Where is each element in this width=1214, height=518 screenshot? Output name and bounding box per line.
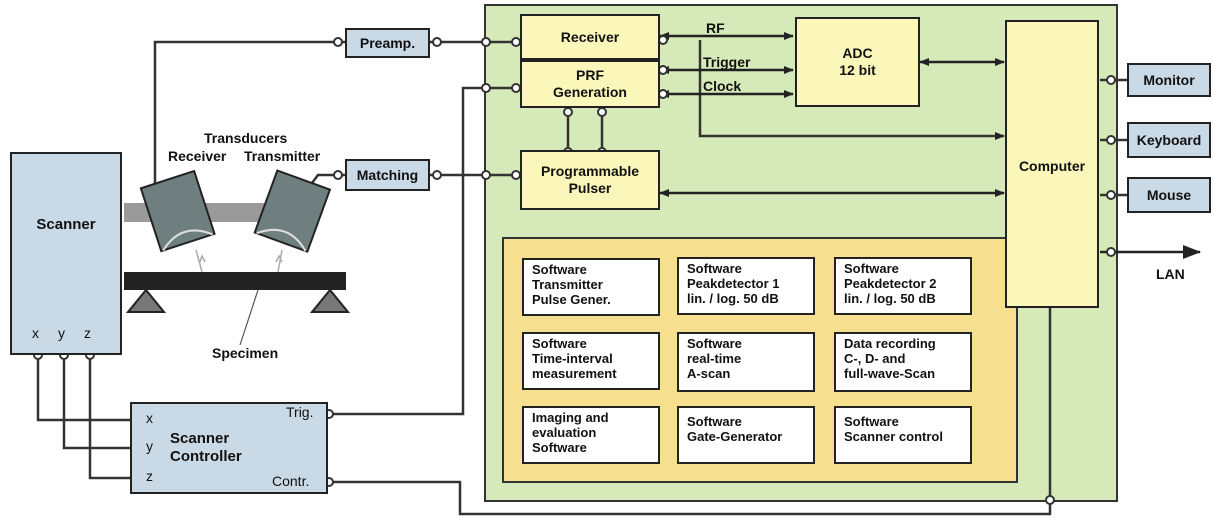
software-module: Software Transmitter Pulse Gener. bbox=[522, 258, 660, 316]
pulser-box: Programmable Pulser bbox=[520, 150, 660, 210]
monitor-box: Monitor bbox=[1127, 63, 1211, 97]
controller-input-z: z bbox=[146, 468, 153, 484]
transducer-transmitter-label: Transmitter bbox=[244, 148, 321, 164]
pulser-label: Programmable Pulser bbox=[540, 163, 640, 196]
software-module: Software real-time A-scan bbox=[677, 332, 815, 392]
transducer-receiver-label: Receiver bbox=[168, 148, 227, 164]
wire-axis-x bbox=[36, 355, 133, 422]
controller-input-y: y bbox=[146, 438, 153, 454]
support-left bbox=[125, 288, 167, 313]
computer-box: Computer bbox=[1005, 20, 1099, 308]
software-module: Imaging and evaluation Software bbox=[522, 406, 660, 464]
prf-label: PRF Generation bbox=[553, 67, 627, 100]
keyboard-label: Keyboard bbox=[1136, 131, 1202, 148]
controller-contr-port: Contr. bbox=[272, 473, 310, 489]
prf-generation-box: PRF Generation bbox=[520, 60, 660, 108]
specimen-plate bbox=[124, 272, 346, 290]
signal-trigger-label: Trigger bbox=[703, 54, 751, 70]
wire-axis-z bbox=[88, 355, 133, 480]
scanner-box: Scanner bbox=[10, 152, 122, 355]
matching-box: Matching bbox=[345, 159, 430, 191]
scanner-axis-y: y bbox=[58, 325, 65, 341]
mouse-box: Mouse bbox=[1127, 177, 1211, 213]
mouse-label: Mouse bbox=[1146, 186, 1192, 203]
transducers-title: Transducers bbox=[204, 130, 288, 146]
adc-label: ADC 12 bit bbox=[839, 45, 876, 78]
signal-rf-label: RF bbox=[706, 20, 725, 36]
signal-clock-label: Clock bbox=[703, 78, 742, 94]
preamp-label: Preamp. bbox=[359, 34, 416, 51]
controller-input-x: x bbox=[146, 410, 153, 426]
matching-label: Matching bbox=[356, 166, 419, 183]
receiver-transducer bbox=[139, 169, 216, 253]
software-module: Data recording C-, D- and full-wave-Scan bbox=[834, 332, 972, 392]
scanner-axis-x: x bbox=[32, 325, 39, 341]
controller-trig-port: Trig. bbox=[286, 404, 314, 420]
specimen-label: Specimen bbox=[212, 345, 279, 361]
adc-box: ADC 12 bit bbox=[795, 17, 920, 107]
wire-receiver-preamp bbox=[153, 40, 345, 192]
monitor-label: Monitor bbox=[1143, 71, 1195, 88]
wire-axis-y bbox=[62, 355, 133, 450]
receiver-box: Receiver bbox=[520, 14, 660, 60]
computer-label: Computer bbox=[1018, 158, 1086, 174]
wire-contr-computer bbox=[329, 308, 1052, 516]
scanner-label: Scanner bbox=[36, 216, 96, 233]
lan-label: LAN bbox=[1156, 266, 1185, 282]
scanner-controller bbox=[130, 402, 328, 494]
scanner-axis-z: z bbox=[84, 325, 91, 341]
software-module: Software Peakdetector 2 lin. / log. 50 d… bbox=[834, 257, 972, 315]
software-module: Software Time-interval measurement bbox=[522, 332, 660, 390]
software-module: Software Scanner control bbox=[834, 406, 972, 464]
controller-title: Scanner Controller bbox=[170, 430, 242, 465]
keyboard-box: Keyboard bbox=[1127, 122, 1211, 158]
preamp-box: Preamp. bbox=[345, 28, 430, 58]
receiver-label: Receiver bbox=[560, 28, 620, 45]
wire-trig-prf bbox=[329, 86, 520, 416]
support-right bbox=[309, 288, 351, 313]
transmitter-transducer bbox=[253, 169, 332, 253]
software-module: Software Peakdetector 1 lin. / log. 50 d… bbox=[677, 257, 815, 315]
software-module: Software Gate-Generator bbox=[677, 406, 815, 464]
